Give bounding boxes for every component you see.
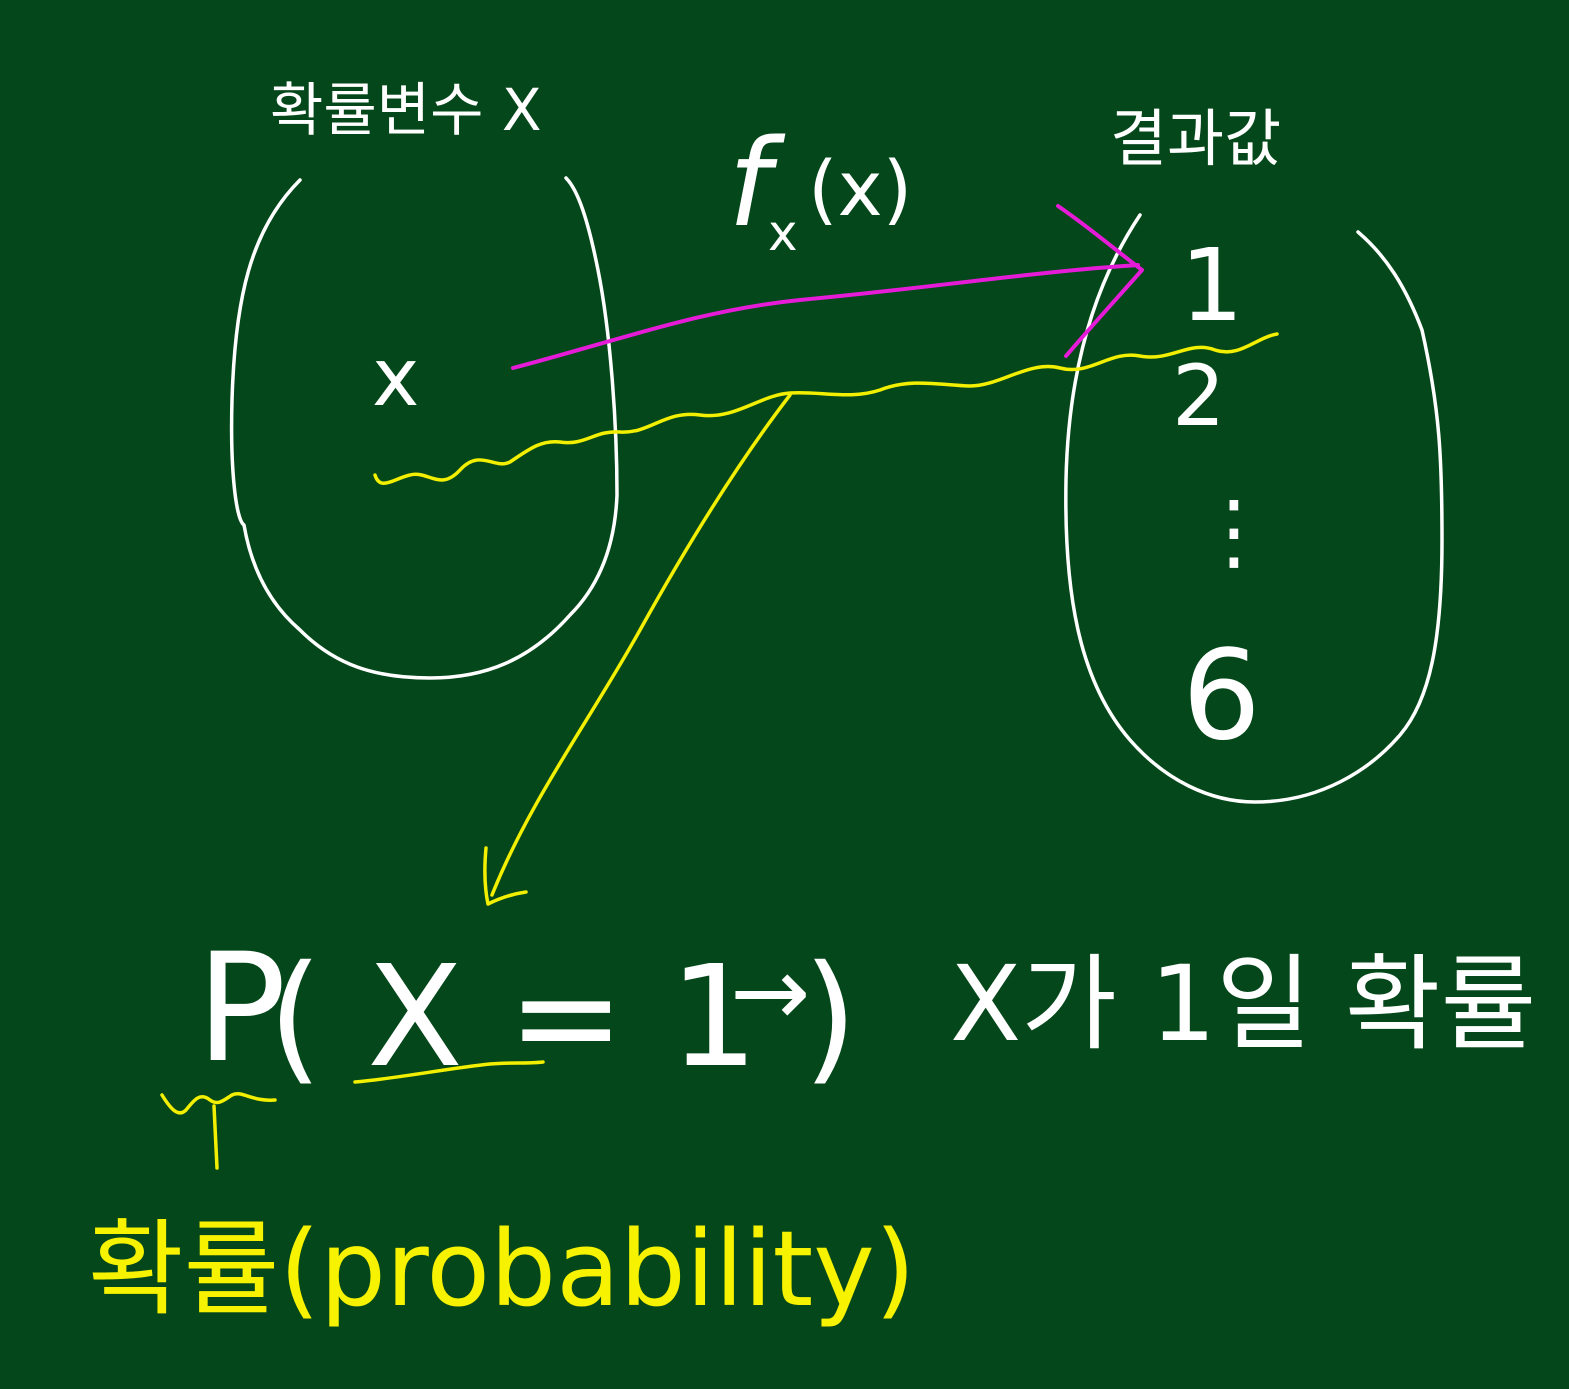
probability-symbol: P [196, 922, 286, 1096]
expression-underline [353, 1060, 545, 1084]
left-set-ellipse [229, 176, 619, 680]
probability-pointer-line [490, 393, 792, 897]
right-set-title: 결과값 [1110, 102, 1281, 175]
right-set-value-6: 6 [1182, 624, 1261, 768]
mapping-arrow-line [511, 263, 1140, 370]
meaning-arrow-icon: → [730, 936, 810, 1048]
right-set-value-2: 2 [1172, 347, 1225, 445]
right-set-value-1: 1 [1180, 227, 1244, 344]
probability-expression: ( X = 1 ) [268, 936, 858, 1099]
p-brace-icon [160, 1092, 277, 1115]
probability-meaning: X가 1일 확률 [950, 943, 1536, 1065]
highlight-wave [373, 332, 1279, 485]
function-subscript: x [768, 204, 798, 262]
right-set-ellipse [1064, 213, 1444, 804]
mapping-arrowhead-icon [1056, 204, 1144, 358]
left-set-title: 확률변수 X [270, 76, 542, 144]
probability-note: 확률(probability) [88, 1208, 915, 1330]
p-brace-stem [212, 1104, 219, 1170]
right-set-ellipsis: ⋮ [1192, 482, 1276, 580]
left-set-element: x [372, 331, 419, 424]
function-argument: (x) [808, 144, 912, 233]
probability-pointer-arrowhead-icon [483, 846, 528, 906]
